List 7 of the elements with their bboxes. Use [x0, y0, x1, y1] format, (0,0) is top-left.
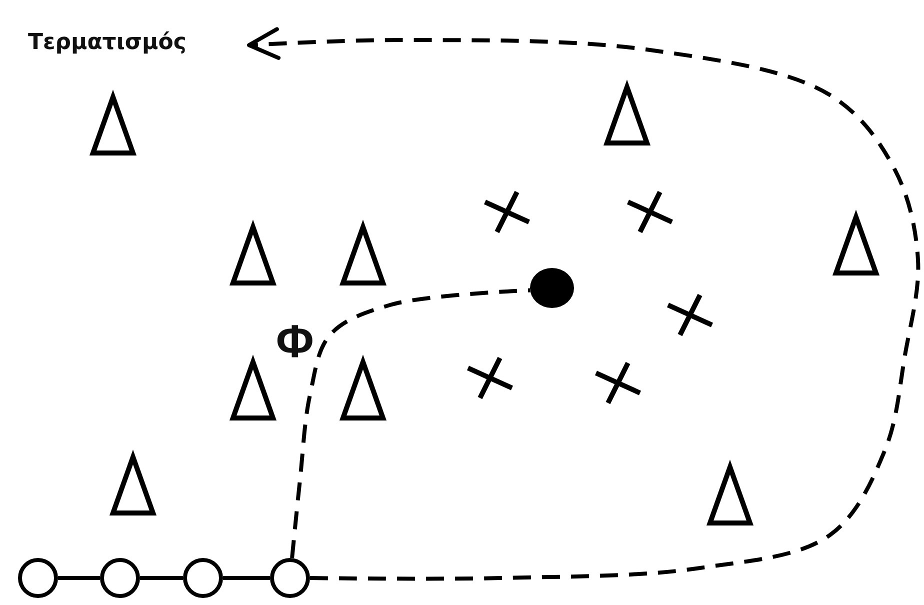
arrow	[247, 27, 920, 581]
greek-letter: Φ	[276, 318, 314, 364]
end-label: Τερματισμός	[28, 30, 188, 55]
connector-line	[223, 576, 270, 580]
connector-line	[58, 576, 100, 580]
connector-line	[290, 288, 530, 558]
connector-line	[140, 576, 183, 580]
